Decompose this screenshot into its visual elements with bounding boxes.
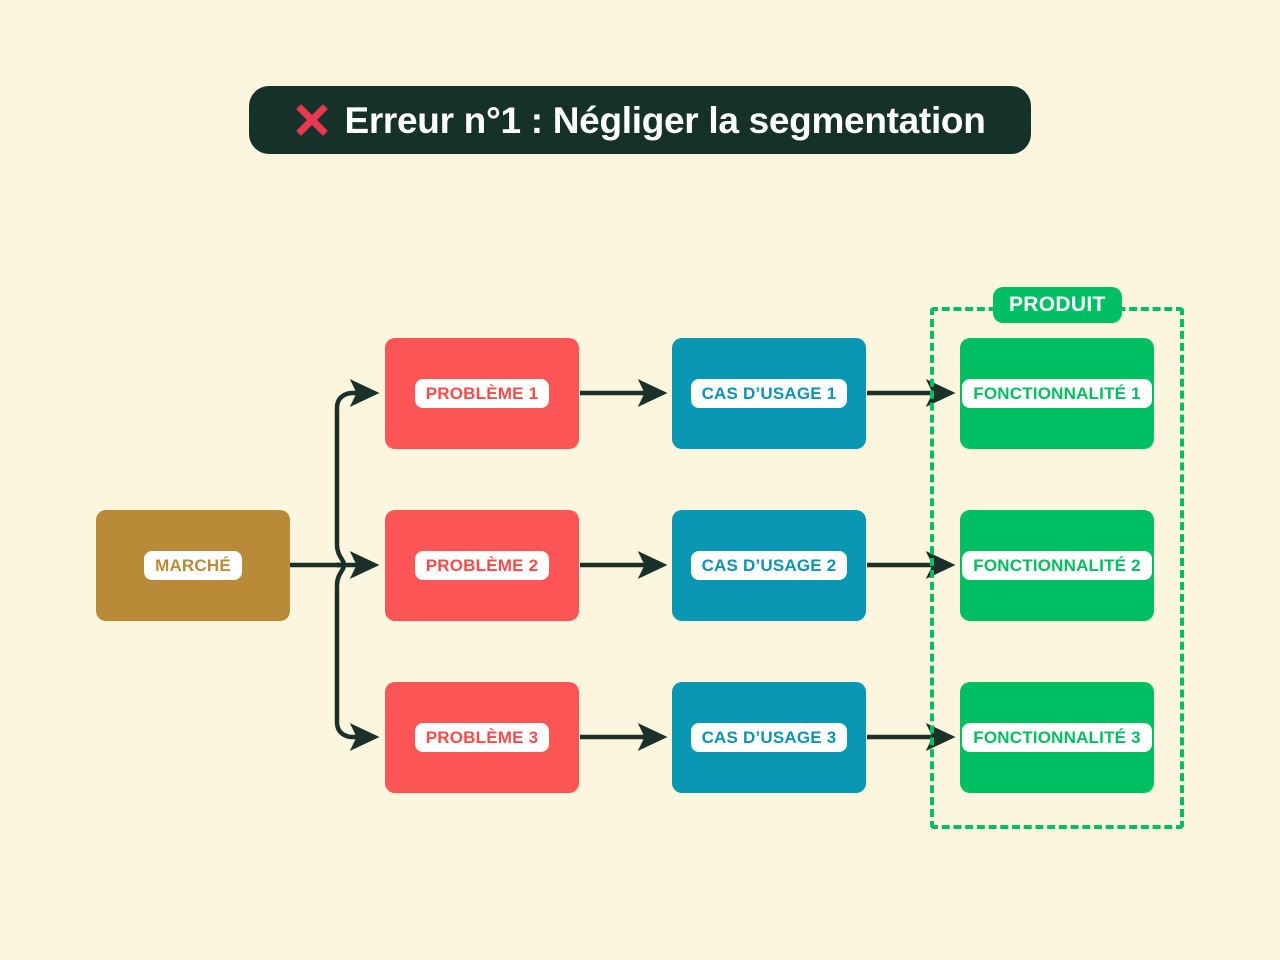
node-probleme-3[interactable]: PROBLÈME 3 xyxy=(385,682,579,793)
produit-group-badge: PRODUIT xyxy=(993,287,1122,323)
title-banner: Erreur n°1 : Négliger la segmentation xyxy=(249,86,1031,154)
wire-market-to-probleme-1 xyxy=(334,379,380,568)
node-fonctionnalite-1-label: FONCTIONNALITÉ 1 xyxy=(962,378,1152,409)
node-cas-usage-2[interactable]: CAS D’USAGE 2 xyxy=(672,510,866,621)
node-marche-label: MARCHÉ xyxy=(144,550,242,581)
wire-market-to-probleme-3 xyxy=(334,562,380,751)
node-probleme-2[interactable]: PROBLÈME 2 xyxy=(385,510,579,621)
node-fonctionnalite-2[interactable]: FONCTIONNALITÉ 2 xyxy=(960,510,1154,621)
cross-mark-icon xyxy=(294,102,330,138)
node-cas-usage-1-label: CAS D’USAGE 1 xyxy=(690,378,848,409)
node-probleme-3-label: PROBLÈME 3 xyxy=(414,722,550,753)
node-probleme-1-label: PROBLÈME 1 xyxy=(414,378,550,409)
node-cas-usage-3-label: CAS D’USAGE 3 xyxy=(690,722,848,753)
node-cas-usage-3[interactable]: CAS D’USAGE 3 xyxy=(672,682,866,793)
page-title: Erreur n°1 : Négliger la segmentation xyxy=(344,99,986,141)
node-cas-usage-2-label: CAS D’USAGE 2 xyxy=(690,550,848,581)
node-fonctionnalite-2-label: FONCTIONNALITÉ 2 xyxy=(962,550,1152,581)
node-fonctionnalite-3[interactable]: FONCTIONNALITÉ 3 xyxy=(960,682,1154,793)
node-cas-usage-1[interactable]: CAS D’USAGE 1 xyxy=(672,338,866,449)
node-fonctionnalite-3-label: FONCTIONNALITÉ 3 xyxy=(962,722,1152,753)
node-probleme-2-label: PROBLÈME 2 xyxy=(414,550,550,581)
node-marche[interactable]: MARCHÉ xyxy=(96,510,290,621)
node-probleme-1[interactable]: PROBLÈME 1 xyxy=(385,338,579,449)
node-fonctionnalite-1[interactable]: FONCTIONNALITÉ 1 xyxy=(960,338,1154,449)
